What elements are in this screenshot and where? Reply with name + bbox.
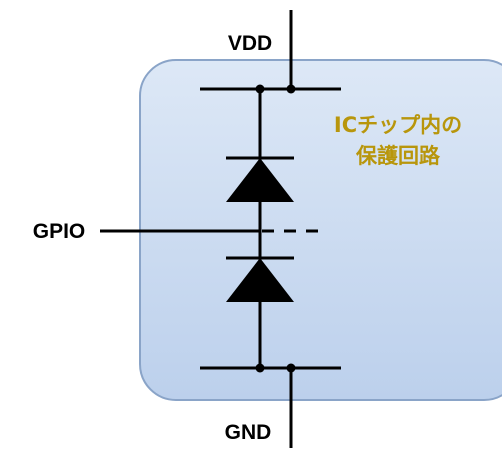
gpio-label: GPIO xyxy=(33,220,86,243)
junction-dot-gnd-right xyxy=(286,363,296,373)
upper-diode-icon xyxy=(226,158,294,202)
junction-dot-gnd-left xyxy=(255,363,265,373)
chip-label-line1: ICチップ内の xyxy=(334,113,462,137)
vdd-label: VDD xyxy=(228,32,272,55)
junction-dot-vdd-right xyxy=(286,84,296,94)
lower-diode-icon xyxy=(226,258,294,302)
junction-dot-vdd-left xyxy=(255,84,265,94)
chip-label-line2: 保護回路 xyxy=(355,144,441,168)
gnd-label: GND xyxy=(225,421,272,444)
